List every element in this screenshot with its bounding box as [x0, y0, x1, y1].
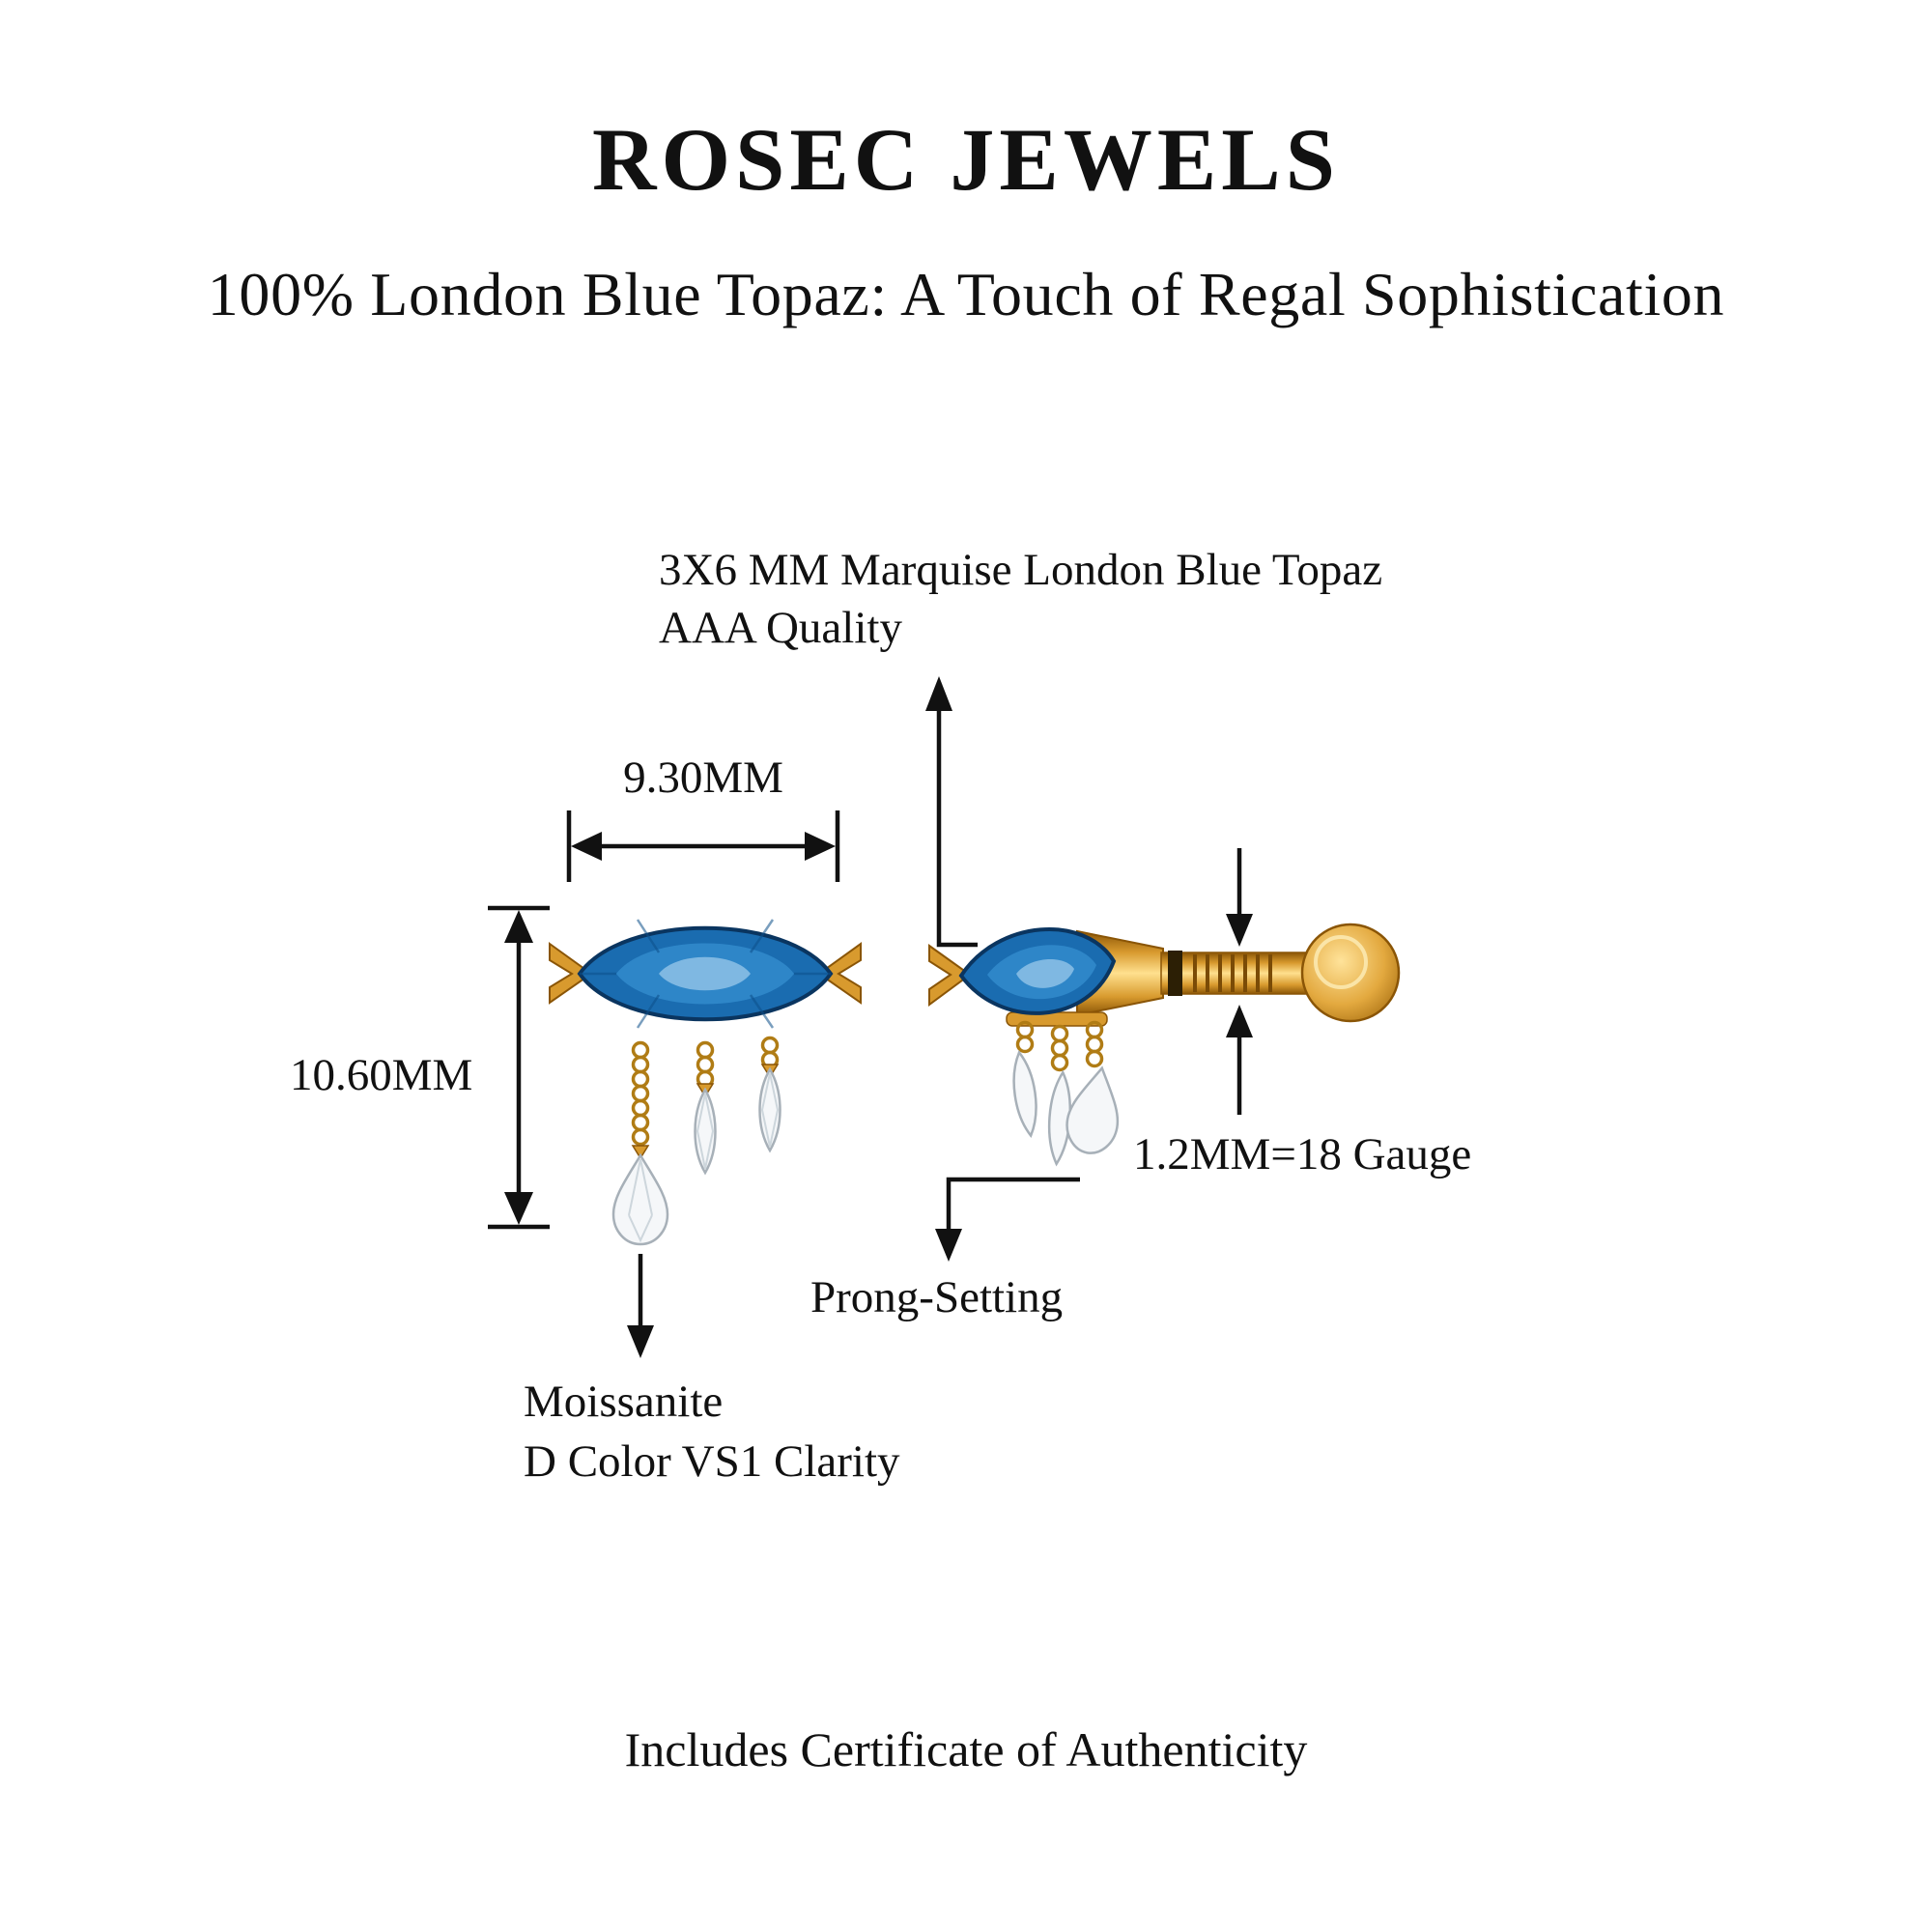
side-view-topaz [958, 927, 1117, 1015]
gemstone-annotation: 3X6 MM Marquise London Blue Topaz AAA Qu… [659, 541, 1382, 657]
moissanite-annotation-line1: Moissanite [524, 1377, 724, 1427]
threaded-post [1160, 952, 1324, 995]
marquise-moissanite [694, 1087, 717, 1176]
front-view-topaz [577, 919, 834, 1029]
annotation-arrows [488, 676, 1253, 1358]
gauge-label: 1.2MM=18 Gauge [1133, 1129, 1472, 1179]
topaz-callout-arrow [925, 676, 978, 948]
prong-setting-arrow [935, 1177, 1080, 1262]
pear-moissanite [611, 1152, 669, 1246]
gemstone-annotation-line1: 3X6 MM Marquise London Blue Topaz [659, 545, 1383, 595]
front-view-earring [549, 919, 862, 1246]
gemstone-annotation-line2: AAA Quality [659, 603, 902, 654]
side-moissanite-drops [1012, 1049, 1120, 1167]
width-dimension-arrow [566, 810, 840, 882]
height-dimension-label: 10.60MM [290, 1050, 473, 1100]
side-view-earring [928, 923, 1401, 1167]
headline: 100% London Blue Topaz: A Touch of Regal… [207, 260, 1725, 328]
pear-moissanite [1065, 1065, 1120, 1154]
brand-title: ROSEC JEWELS [592, 110, 1340, 209]
prong-setting-label: Prong-Setting [810, 1272, 1064, 1322]
marquise-moissanite [1047, 1069, 1071, 1167]
marquise-moissanite [1012, 1049, 1037, 1139]
post-gap [1168, 951, 1182, 996]
moissanite-annotation-line2: D Color VS1 Clarity [524, 1436, 900, 1488]
labret-disc [1300, 923, 1401, 1023]
moissanite-annotation: Moissanite D Color VS1 Clarity [524, 1372, 900, 1492]
front-moissanite-drops [611, 1066, 781, 1246]
marquise-moissanite [758, 1066, 781, 1153]
gauge-arrows [1226, 848, 1253, 1115]
moissanite-arrow [627, 1254, 654, 1358]
height-dimension-arrow [488, 905, 550, 1230]
labret-disc-highlight [1314, 935, 1368, 989]
screw-threads [1193, 954, 1272, 992]
side-chains [1015, 1020, 1104, 1072]
front-chains [631, 1036, 780, 1147]
width-dimension-label: 9.30MM [623, 753, 783, 803]
certificate-footer: Includes Certificate of Authenticity [624, 1722, 1308, 1776]
